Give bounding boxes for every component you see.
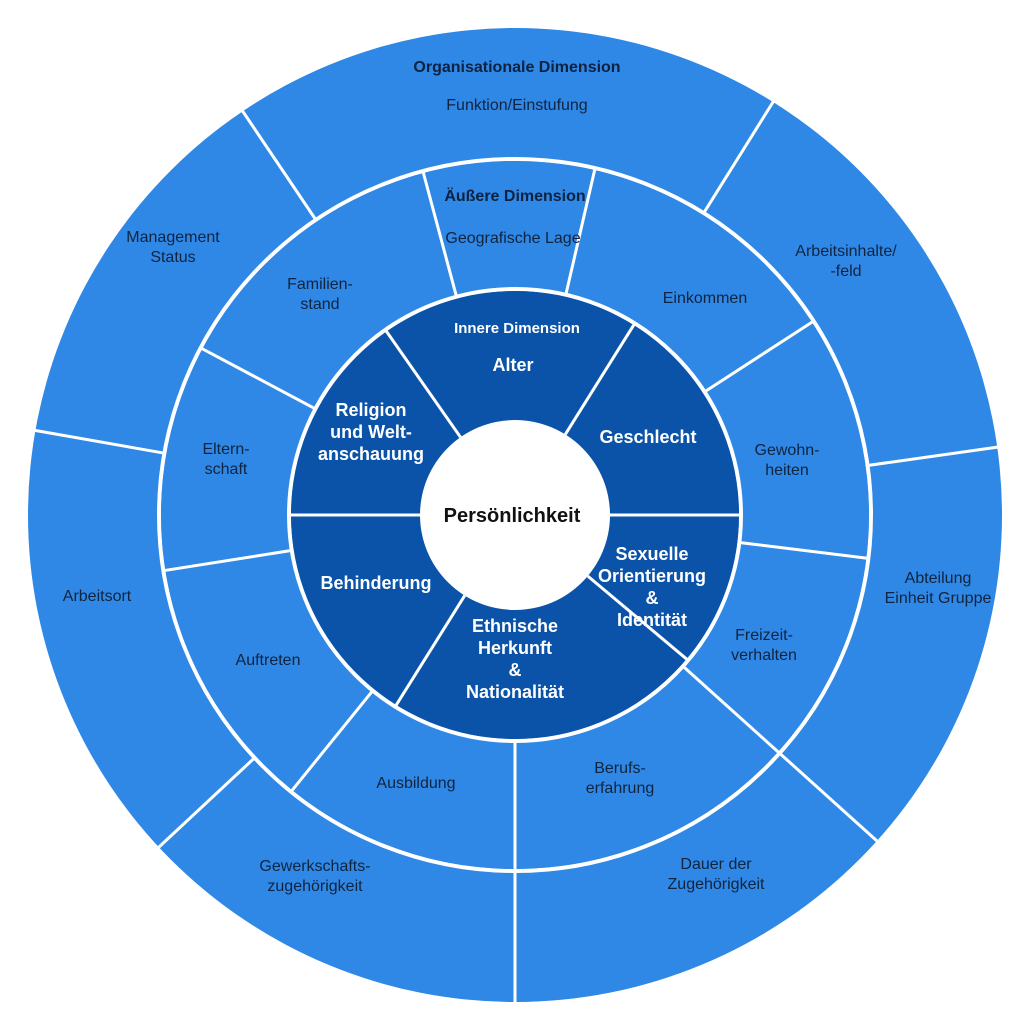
organisational-segment-label: Funktion/Einstufung <box>446 97 587 114</box>
external-segment-label-line: erfahrung <box>586 780 655 797</box>
internal-segment-label-line: Herkunft <box>478 638 552 658</box>
internal-segment-label: Alter <box>492 355 533 375</box>
personality-center-disc <box>420 420 610 610</box>
internal-segment-label: Geschlecht <box>599 427 696 447</box>
organisational-segment-label-line: -feld <box>830 263 861 280</box>
internal-divider-2 <box>586 574 690 662</box>
internal-segment-label-line: anschauung <box>318 444 424 464</box>
organisational-segment-label-line: Funktion/Einstufung <box>446 97 587 114</box>
external-segment-label: Einkommen <box>663 290 747 307</box>
external-divider-4 <box>681 665 781 755</box>
organisational-segment-label-line: Arbeitsort <box>63 588 132 605</box>
external-segment-label: Gewohn-heiten <box>755 442 820 479</box>
organisational-divider-2 <box>867 445 1000 467</box>
external-segment-label: Ausbildung <box>376 775 455 792</box>
internal-divider-5 <box>384 329 462 439</box>
external-ring-dividers <box>163 167 869 871</box>
internal-segment-label-line: Nationalität <box>466 682 564 702</box>
organisational-segment-label-line: Gewerkschafts- <box>259 858 370 875</box>
organisational-segment-label-line: Abteilung <box>905 570 972 587</box>
organisational-ring-labels: Organisationale Dimension Funktion/Einst… <box>63 59 992 895</box>
organisational-ring-dividers <box>33 99 1000 1004</box>
external-divider-8 <box>199 346 317 411</box>
external-segment-label-line: verhalten <box>731 647 797 664</box>
external-divider-0 <box>421 170 458 298</box>
organisational-segment-label: Gewerkschafts-zugehörigkeit <box>259 858 370 895</box>
internal-segment-label-line: Orientierung <box>598 566 706 586</box>
organisational-dimension-title: Organisationale Dimension <box>413 59 620 76</box>
internal-ring-labels: Innere Dimension AlterGeschlechtSexuelle… <box>318 320 706 702</box>
organisational-segment-label-line: Einheit Gruppe <box>885 590 992 607</box>
internal-segment-label-line: & <box>646 588 659 608</box>
internal-segment-label-line: Geschlecht <box>599 427 696 447</box>
personality-center-label: Persönlichkeit <box>444 505 581 527</box>
external-divider-1 <box>564 167 597 296</box>
external-segment-label: Auftreten <box>236 652 301 669</box>
internal-ring-dividers <box>289 322 741 708</box>
external-segment-label-line: schaft <box>205 461 248 478</box>
organisational-segment-label: Arbeitsort <box>63 588 132 605</box>
external-divider-6 <box>289 689 374 793</box>
external-ring-labels: Äußere Dimension Geografische LageEinkom… <box>202 187 819 797</box>
external-segment-label: Geografische Lage <box>445 230 580 247</box>
organisational-segment-label-line: Management <box>126 229 220 246</box>
external-segment-label: Eltern-schaft <box>202 441 249 478</box>
external-segment-label-line: Eltern- <box>202 441 249 458</box>
organisational-divider-3 <box>778 752 880 844</box>
internal-segment-label-line: Ethnische <box>472 616 558 636</box>
external-dimension-title: Äußere Dimension <box>444 187 585 205</box>
organisational-divider-0 <box>240 108 318 221</box>
internal-divider-0 <box>564 322 637 436</box>
internal-segment-label-line: & <box>509 660 522 680</box>
organisational-divider-1 <box>702 99 776 214</box>
external-divider-2 <box>703 319 815 394</box>
external-segment-label: Freizeit-verhalten <box>731 627 797 664</box>
organisational-segment-label-line: Status <box>150 249 195 266</box>
internal-segment-label-line: Identität <box>617 610 687 630</box>
internal-segment-label: Behinderung <box>321 573 432 593</box>
external-segment-label-line: Ausbildung <box>376 775 455 792</box>
external-segment-label: Berufs-erfahrung <box>586 760 655 797</box>
internal-segment-label-line: und Welt- <box>330 422 412 442</box>
organisational-segment-label-line: Dauer der <box>680 856 752 873</box>
internal-segment-label-line: Behinderung <box>321 573 432 593</box>
external-divider-3 <box>739 541 869 560</box>
organisational-divider-6 <box>33 428 165 455</box>
external-segment-label: Familien-stand <box>287 276 353 313</box>
external-segment-label-line: stand <box>300 296 339 313</box>
organisational-segment-label-line: Zugehörigkeit <box>668 876 766 893</box>
organisational-segment-label-line: zugehörigkeit <box>267 878 363 895</box>
external-segment-label-line: Auftreten <box>236 652 301 669</box>
internal-dimension-title: Innere Dimension <box>454 320 580 337</box>
external-segment-label-line: Freizeit- <box>735 627 793 644</box>
organisational-segment-label: Arbeitsinhalte/ -feld <box>795 243 897 280</box>
external-segment-label-line: Gewohn- <box>755 442 820 459</box>
organisational-segment-label-line: Arbeitsinhalte/ <box>795 243 897 260</box>
external-segment-label-line: Geografische Lage <box>445 230 580 247</box>
external-segment-label-line: Familien- <box>287 276 353 293</box>
external-segment-label-line: Berufs- <box>594 760 646 777</box>
internal-segment-label-line: Sexuelle <box>615 544 688 564</box>
external-divider-7 <box>163 548 293 573</box>
internal-segment-label-line: Religion <box>336 400 407 420</box>
organisational-divider-5 <box>156 756 256 850</box>
internal-segment-label-line: Alter <box>492 355 533 375</box>
internal-divider-3 <box>393 594 466 708</box>
external-segment-label-line: Einkommen <box>663 290 747 307</box>
external-segment-label-line: heiten <box>765 462 809 479</box>
